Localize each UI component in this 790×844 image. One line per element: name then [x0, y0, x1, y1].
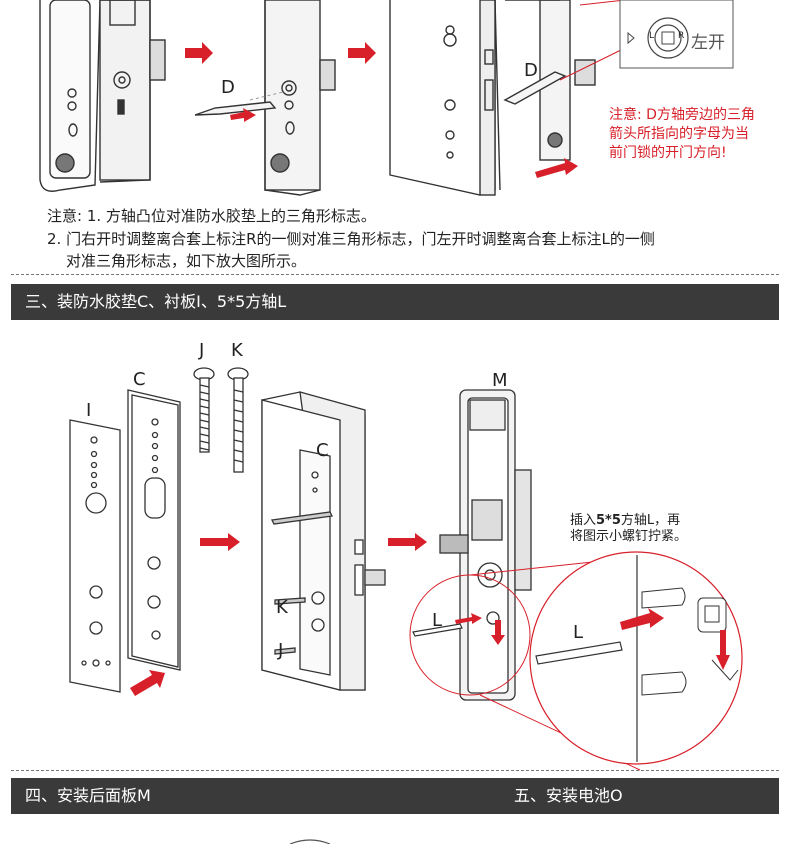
step-arrow	[185, 42, 213, 64]
caption-line-2: 将图示小螺钉拧紧。	[570, 529, 688, 544]
label-c: C	[133, 369, 146, 390]
section-4-title: 四、安装后面板M	[25, 786, 151, 805]
shaft-l	[412, 623, 463, 637]
divider	[11, 770, 779, 771]
mini-label-r: R	[678, 31, 685, 41]
red-note-line: 前门锁的开门方向!	[609, 145, 727, 161]
label-l-small: L	[432, 610, 443, 631]
door-with-gasket	[261, 391, 386, 691]
section-4-5-header: 四、安装后面板M 五、安装电池O	[11, 778, 779, 814]
label-j: J	[199, 340, 205, 361]
caption-text: 方轴L，再	[620, 513, 681, 528]
section-5-title: 五、安装电池O	[514, 786, 623, 805]
section-3-illustration	[69, 367, 743, 771]
label-i: I	[86, 400, 92, 421]
label-m: M	[492, 370, 508, 391]
red-note-line: 注意: D方轴旁边的三角	[609, 107, 755, 123]
label-k: K	[231, 340, 243, 361]
gasket-c	[127, 389, 181, 671]
caption-size: 5*5	[596, 513, 621, 528]
door-panel	[389, 0, 596, 196]
note-line-3: 对准三角形标志，如下放大图所示。	[66, 252, 307, 270]
note-line-2: 2. 门右开时调整离合套上标注R的一侧对准三角形标志，门左开时调整离合套上标注L…	[47, 230, 655, 248]
label-d-door: D	[524, 60, 538, 81]
label-d-top: D	[221, 77, 235, 98]
zoom-detail-circle	[529, 551, 743, 765]
rear-lock-body-m	[439, 389, 532, 701]
top-step-illustration	[39, 0, 734, 196]
lock-panel-middle	[194, 0, 336, 196]
label-l-zoom: L	[573, 622, 584, 643]
mini-open-label: 左开	[691, 33, 725, 53]
caption-text: 插入	[570, 513, 597, 528]
lock-panel-left	[39, 0, 166, 192]
screw-k	[227, 367, 249, 473]
label-k-door: K	[276, 597, 288, 618]
backing-plate-i	[69, 419, 121, 693]
red-note-line: 箭头所指向的字母为当	[609, 126, 749, 142]
red-note: 注意: D方轴旁边的三角 箭头所指向的字母为当 前门锁的开门方向!	[609, 106, 755, 163]
section-3-header: 三、装防水胶垫C、衬板I、5*5方轴L	[11, 284, 779, 320]
label-c-door: C	[316, 440, 329, 461]
note-line-1: 注意: 1. 方轴凸位对准防水胶垫上的三角形标志。	[47, 207, 376, 225]
bottom-partial-illustration	[289, 839, 331, 844]
label-j-door: J	[278, 640, 284, 661]
insert-shaft-caption: 插入5*5方轴L，再 将图示小螺钉拧紧。	[570, 513, 687, 545]
screw-j	[193, 367, 215, 453]
divider	[11, 274, 779, 275]
mini-label-l: L	[649, 31, 655, 41]
section-3-title: 三、装防水胶垫C、衬板I、5*5方轴L	[25, 292, 287, 311]
